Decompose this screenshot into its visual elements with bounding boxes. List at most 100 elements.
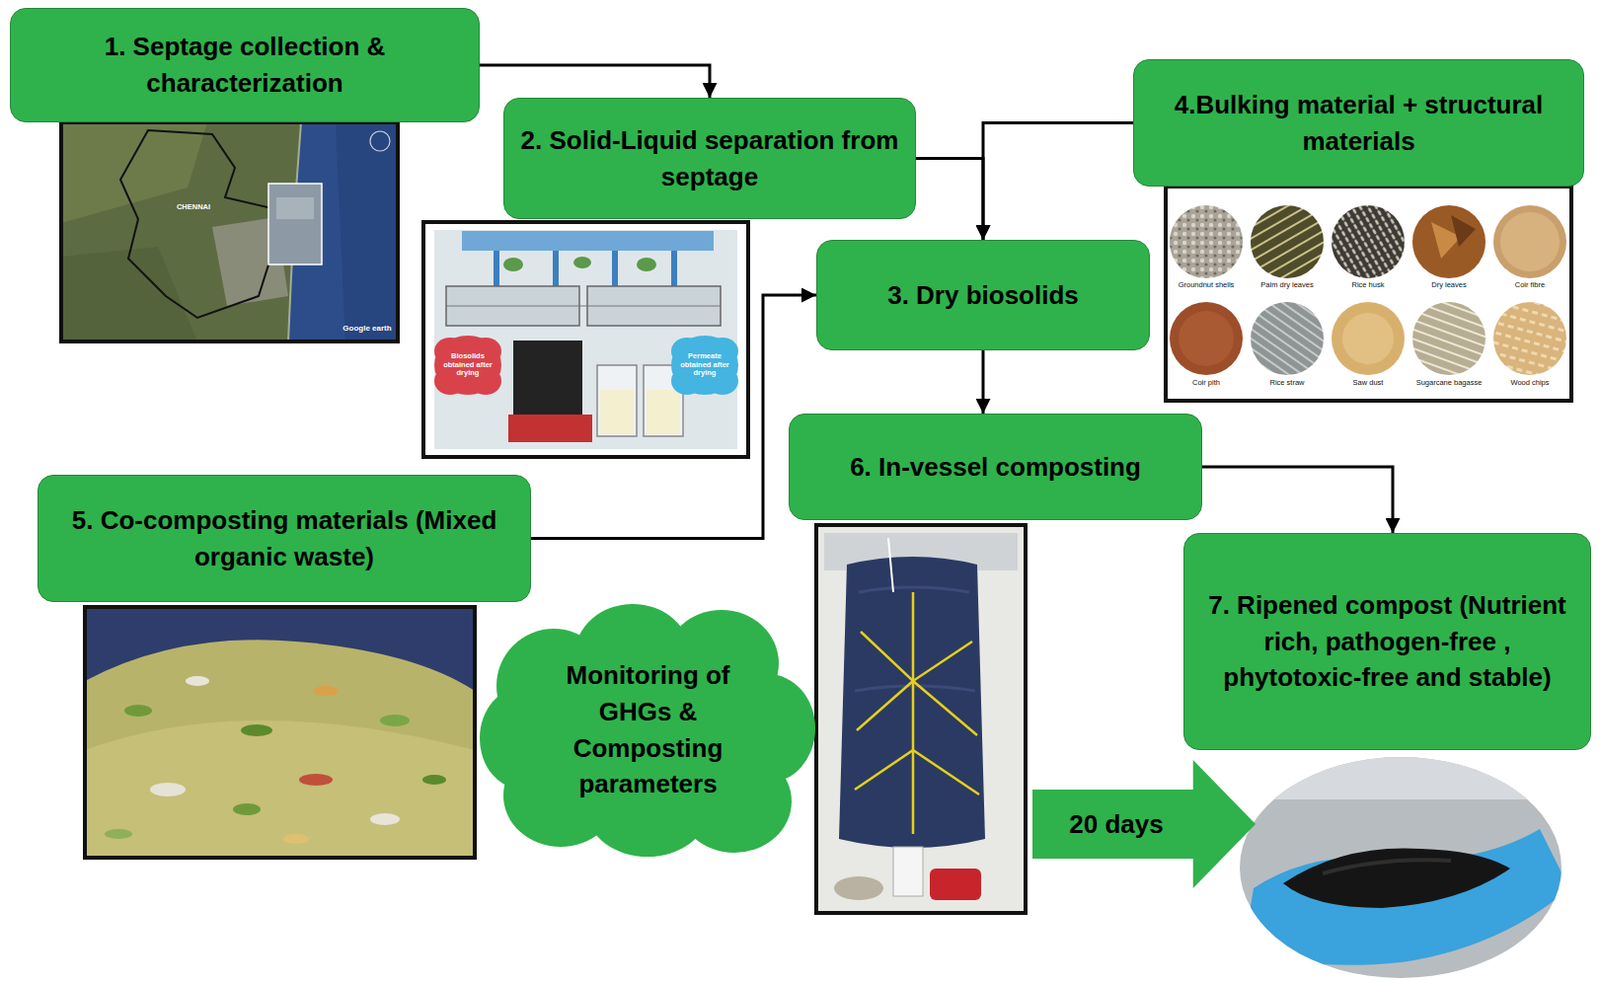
materials-panel	[1493, 302, 1567, 376]
material-label: Groundnut shells	[1161, 281, 1251, 290]
materials-panel	[1500, 212, 1560, 272]
waste-photo	[422, 774, 447, 785]
node-text: 20 days	[1042, 806, 1191, 843]
map-photo	[61, 122, 398, 342]
composter-photo	[912, 592, 915, 835]
flow-connector	[983, 123, 1134, 241]
duration-arrow: 20 days	[1032, 760, 1256, 889]
materials-panel	[1250, 302, 1324, 376]
material-label: Palm dry leaves	[1242, 281, 1332, 290]
node-text: 1. Septage collection & characterization	[24, 28, 465, 102]
material-label: Coir fibre	[1485, 281, 1575, 290]
map-photo	[268, 183, 322, 265]
separation-photo	[552, 250, 559, 291]
node-text: 7. Ripened compost (Nutrient rich, patho…	[1198, 587, 1577, 697]
materials-panel	[1412, 302, 1486, 376]
node-text: 3. Dry biosolids	[831, 277, 1136, 314]
waste-photo	[84, 639, 475, 858]
separation-photo	[636, 257, 657, 272]
process-box: 4.Bulking material + structural material…	[1133, 59, 1585, 187]
bubble-puff	[434, 335, 502, 395]
waste-photo	[240, 724, 273, 737]
photo-bubble: Biosolids obtained after drying	[430, 331, 506, 399]
composter-photo	[856, 681, 978, 736]
flow-connector	[982, 350, 986, 414]
flow-connector	[915, 158, 984, 241]
arrow-body	[1032, 760, 1256, 889]
materials-panel	[1450, 215, 1476, 247]
waste-photo	[380, 714, 410, 727]
material-label: Sugarcane bagasse	[1404, 379, 1494, 387]
compost-photo	[1233, 750, 1570, 984]
composter-photo	[888, 537, 894, 593]
flow-connector	[479, 65, 710, 98]
process-box: 1. Septage collection & characterization	[9, 7, 480, 123]
composter-photo	[834, 876, 884, 901]
separation-photo	[597, 365, 637, 437]
composter-photo	[858, 587, 970, 593]
monitoring-cloud: Monitoring of GHGs & Composting paramete…	[479, 602, 817, 858]
map-photo	[61, 122, 398, 342]
material-label: Rice straw	[1242, 379, 1332, 387]
composter-photo	[838, 556, 986, 848]
waste-photo	[150, 782, 186, 797]
monitoring-cloud-outline	[479, 604, 816, 857]
composter-photo	[929, 868, 982, 901]
waste-photo	[84, 720, 475, 858]
separation-photo	[423, 222, 749, 458]
node-text: 2. Solid-Liquid separation from septage	[518, 122, 902, 196]
compost-photo	[1233, 750, 1570, 984]
monitoring-cloud-outline	[479, 602, 817, 858]
waste-photo	[84, 607, 475, 858]
waste-photo	[104, 829, 133, 839]
map-watermark: Google earth	[322, 324, 412, 334]
waste-photo	[299, 773, 333, 786]
materials-panel	[1493, 205, 1567, 279]
node-text: Biosolids obtained after drying	[438, 352, 498, 379]
materials-panel	[1165, 186, 1572, 401]
separation-photo	[423, 222, 749, 458]
separation-photo	[600, 389, 634, 435]
waste-photo	[185, 676, 210, 686]
separation-photo	[646, 389, 681, 435]
process-box: 5. Co-composting materials (Mixed organi…	[37, 474, 532, 603]
material-label: Rice husk	[1323, 281, 1413, 290]
waste-photo	[84, 607, 475, 858]
node-text: Permeate obtained after drying	[675, 352, 735, 379]
waste-photo	[232, 803, 261, 816]
process-box: 7. Ripened compost (Nutrient rich, patho…	[1183, 533, 1592, 751]
materials-panel	[1342, 312, 1394, 365]
waste-photo	[84, 607, 475, 858]
waste-photo	[370, 813, 400, 826]
process-box: 6. In-vessel composting	[788, 413, 1203, 521]
map-label: CHENNAI	[149, 203, 238, 212]
separation-photo	[461, 230, 714, 251]
separation-photo	[423, 222, 749, 458]
waste-photo	[312, 685, 339, 696]
map-photo	[335, 122, 398, 342]
process-box: 2. Solid-Liquid separation from septage	[503, 97, 916, 220]
map-photo	[61, 122, 398, 342]
photo-bubble-outline	[434, 335, 502, 395]
materials-panel	[1331, 302, 1405, 376]
photo-bubble: Permeate obtained after drying	[667, 331, 743, 399]
compost-photo	[1283, 847, 1511, 909]
compost-photo	[1233, 750, 1570, 800]
separation-photo	[611, 250, 618, 291]
material-label: Coir pith	[1161, 379, 1251, 387]
composter-photo	[816, 525, 1026, 914]
materials-panel	[1165, 186, 1572, 401]
separation-photo	[671, 250, 678, 291]
map-photo	[120, 130, 293, 318]
separation-photo	[503, 257, 524, 272]
composter-photo	[860, 631, 973, 682]
materials-panel	[1250, 205, 1324, 279]
separation-photo	[573, 256, 592, 269]
materials-panel	[1169, 205, 1243, 279]
composter-photo	[816, 525, 1026, 914]
node-text: 6. In-vessel composting	[803, 449, 1188, 486]
map-photo	[370, 131, 390, 152]
compost-photo	[1322, 859, 1451, 874]
